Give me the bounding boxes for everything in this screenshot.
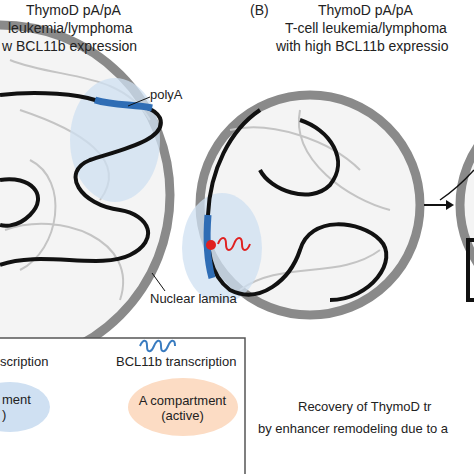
chromatin-fiber [260, 120, 338, 194]
nucleus-circle [460, 100, 474, 310]
leader-line [128, 97, 150, 106]
panel-heading: w BCL11b expression [2, 38, 137, 55]
nucleus-circle [0, 25, 170, 365]
panel-letter: (B) [250, 2, 269, 19]
panel-heading: T-cell leukemia/lymphoma [285, 20, 447, 37]
chromatin-fiber [468, 240, 474, 300]
leader-line [440, 170, 474, 200]
bcl11b-locus [95, 100, 152, 108]
transcript-squiggle [218, 238, 250, 250]
chromatin-fiber [208, 110, 387, 300]
chromatin-fiber [0, 93, 161, 265]
panel-heading: ThymoD pA/pA [318, 2, 413, 19]
panel-note: by enhancer remodeling due to a [258, 420, 448, 437]
legend-text: scription [0, 354, 70, 369]
panel-note: Recovery of ThymoD tr [298, 398, 431, 415]
b-compartment-glow [182, 193, 262, 303]
panel-heading: ThymoD pA/pA [26, 2, 121, 19]
transcript-squiggle [140, 341, 175, 352]
panel-heading: with high BCL11b expressio [276, 38, 449, 55]
part-label: Nuclear lamina [150, 290, 237, 307]
enhancer-dot [206, 240, 216, 250]
arrow-head [446, 200, 454, 210]
legend-text: BCL11b transcription [116, 354, 244, 369]
panel-heading: leukemia/lymphoma [8, 20, 133, 37]
leader-line [152, 273, 165, 291]
transition-arrow [424, 204, 446, 206]
part-label: polyA [150, 86, 183, 103]
legend-text: A compartment (active) [130, 393, 235, 423]
chromatin-fiber [0, 179, 38, 226]
legend-text: ment ) [2, 392, 36, 422]
